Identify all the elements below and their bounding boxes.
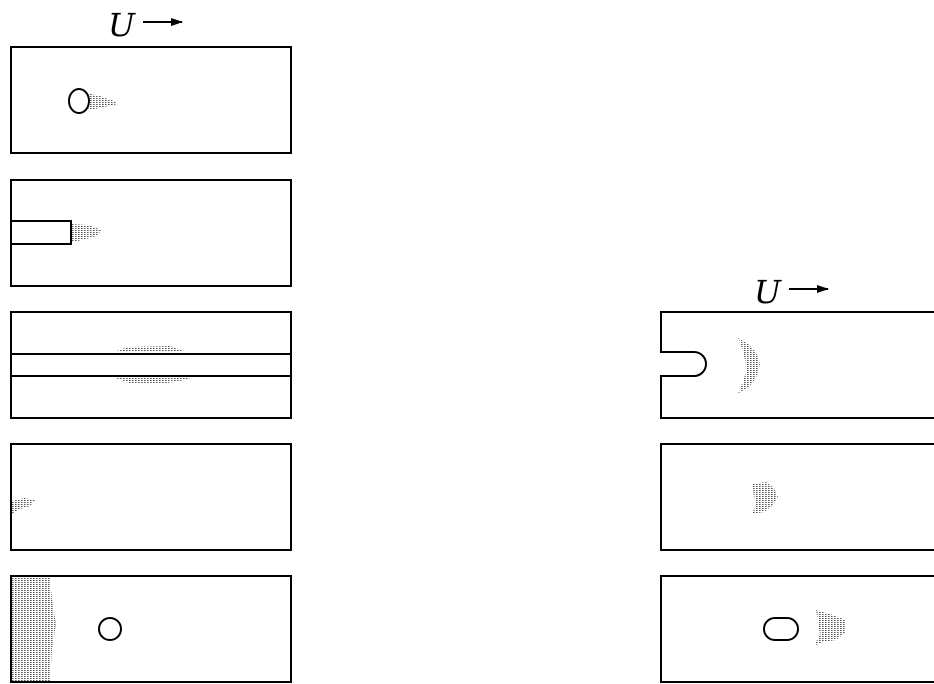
notch-frame xyxy=(660,311,934,419)
panel-frame xyxy=(10,575,292,683)
blob-panel xyxy=(660,443,934,551)
velocity-label-left: U xyxy=(108,6,183,44)
velocity-symbol-right: U xyxy=(754,273,782,311)
velocity-label-right: U xyxy=(754,273,829,311)
rounded-obstacle xyxy=(763,617,799,641)
inlet-layer-panel xyxy=(10,575,292,683)
cylinder-obstacle xyxy=(68,88,90,114)
panel-frame xyxy=(10,311,292,419)
panel-frame xyxy=(10,179,292,287)
circle-obstacle xyxy=(98,617,122,641)
lower-stipple xyxy=(112,377,194,384)
blob-stipple xyxy=(752,482,778,514)
velocity-symbol-left: U xyxy=(108,6,136,44)
plate-tip-panel xyxy=(10,179,292,287)
wake-stipple xyxy=(86,93,118,110)
panel-frame xyxy=(660,443,934,551)
panel-frame xyxy=(10,443,292,551)
panel-frame xyxy=(660,575,934,683)
cylinder-wake-panel xyxy=(10,46,292,154)
notch-panel xyxy=(660,311,934,419)
plate-obstacle xyxy=(11,220,72,245)
body-wake-stipple xyxy=(814,610,846,646)
panel-frame xyxy=(10,46,292,154)
crescent-stipple xyxy=(738,338,760,394)
corner-stipple xyxy=(12,498,35,513)
upper-stipple xyxy=(114,346,186,352)
rounded-body-panel xyxy=(660,575,934,683)
horizontal-strip-panel xyxy=(10,311,292,419)
wall-corner-panel xyxy=(10,443,292,551)
inlet-layer-stipple xyxy=(12,578,56,681)
tip-wake-stipple xyxy=(72,224,102,242)
